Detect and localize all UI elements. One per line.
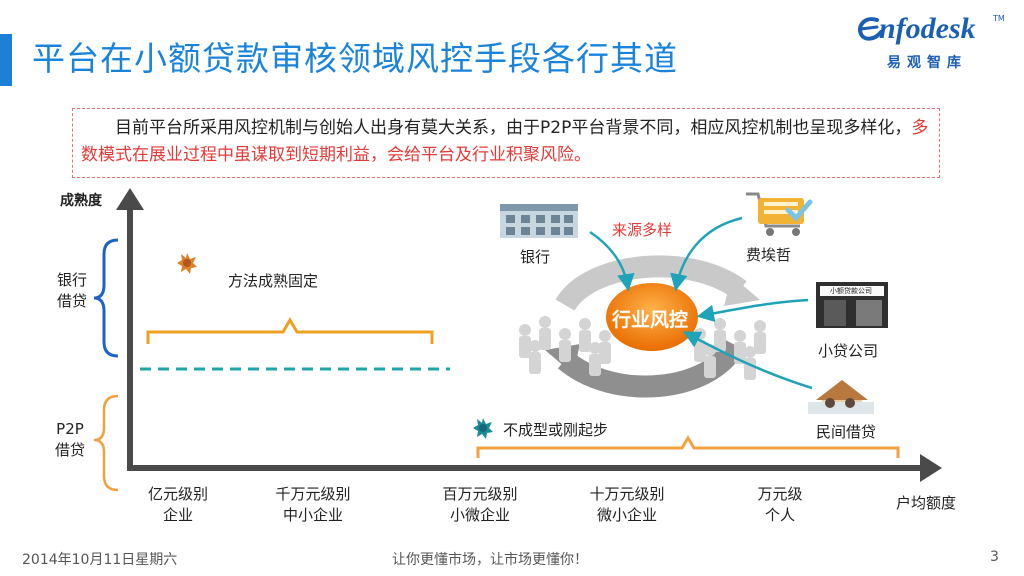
x-tick-label: 亿元级别 企业 xyxy=(128,484,228,526)
x-tick-line2: 企业 xyxy=(128,505,228,526)
y-axis xyxy=(116,188,144,470)
microloan-sign-text: 小额贷款公司 xyxy=(830,286,872,296)
industry-risk-control-label: 行业风控 xyxy=(612,305,688,332)
mature-badge-icon xyxy=(177,253,197,274)
p2p-loan-brace xyxy=(94,396,118,490)
page-number: 3 xyxy=(990,549,999,565)
p2p-loan-line2: 借贷 xyxy=(50,440,90,461)
bank-loan-brace xyxy=(94,240,118,356)
mature-range-bracket xyxy=(148,320,432,344)
x-tick-label: 千万元级别 中小企业 xyxy=(258,484,368,526)
microloan-to-hub-arrow xyxy=(700,300,808,316)
x-tick-line1: 千万元级别 xyxy=(258,484,368,505)
footer-date: 2014年10月11日星期六 xyxy=(22,549,177,569)
x-tick-line2: 个人 xyxy=(730,505,830,526)
x-axis-label: 户均额度 xyxy=(896,492,956,513)
bank-loan-line2: 借贷 xyxy=(52,291,92,312)
x-tick-line2: 小微企业 xyxy=(425,505,535,526)
footer-slogan: 让你更懂市场，让市场更懂你！ xyxy=(392,549,588,569)
private-lending-icon xyxy=(808,380,874,414)
bank-building-icon xyxy=(500,204,578,238)
x-tick-line2: 中小企业 xyxy=(258,505,368,526)
source-microloan-label: 小贷公司 xyxy=(818,340,878,361)
bank-loan-line1: 银行 xyxy=(52,270,92,291)
x-tick-label: 十万元级别 微小企业 xyxy=(572,484,682,526)
shopping-cart-icon xyxy=(746,194,810,236)
x-tick-line2: 微小企业 xyxy=(572,505,682,526)
x-tick-label: 万元级 个人 xyxy=(730,484,830,526)
mature-method-label: 方法成熟固定 xyxy=(228,270,318,291)
x-tick-line1: 百万元级别 xyxy=(425,484,535,505)
p2p-loan-group-label: P2P 借贷 xyxy=(50,419,90,461)
x-tick-line1: 十万元级别 xyxy=(572,484,682,505)
x-tick-line1: 万元级 xyxy=(730,484,830,505)
immature-method-label: 不成型或刚起步 xyxy=(503,419,608,440)
source-fico-label: 费埃哲 xyxy=(746,244,791,265)
x-tick-label: 百万元级别 小微企业 xyxy=(425,484,535,526)
y-axis-label: 成熟度 xyxy=(60,190,102,210)
p2p-loan-line1: P2P xyxy=(50,419,90,440)
source-private-label: 民间借贷 xyxy=(816,421,876,442)
diverse-sources-caption: 来源多样 xyxy=(612,219,672,240)
immature-badge-icon xyxy=(473,418,493,439)
source-bank-label: 银行 xyxy=(520,246,550,267)
bank-loan-group-label: 银行 借贷 xyxy=(52,270,92,312)
x-axis xyxy=(127,454,942,482)
x-tick-line1: 亿元级别 xyxy=(128,484,228,505)
